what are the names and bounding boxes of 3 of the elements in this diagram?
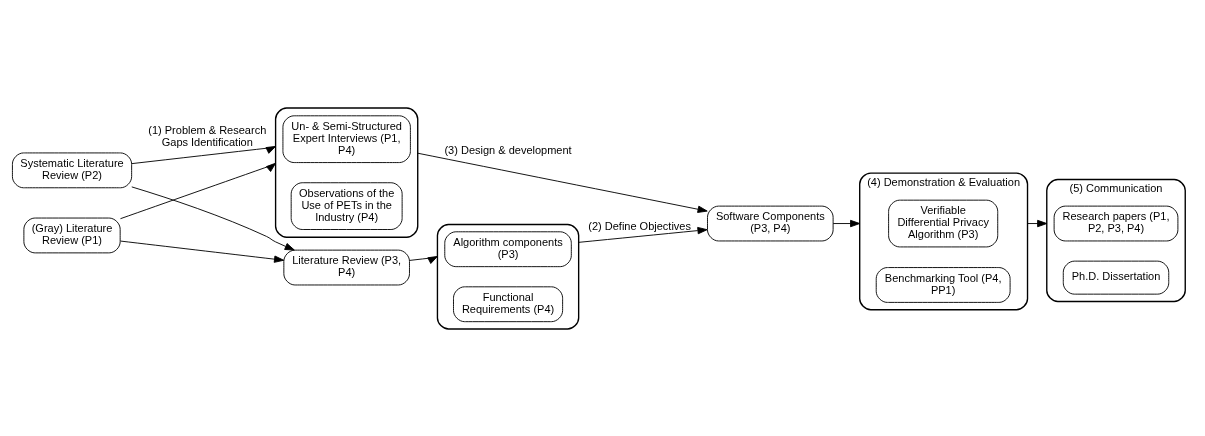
- edge-label: (1) Problem & Research Gaps Identification: [148, 123, 267, 148]
- edge-label: (3) Design & development: [444, 143, 572, 156]
- edge-label: (2) Define Objectives: [588, 219, 691, 232]
